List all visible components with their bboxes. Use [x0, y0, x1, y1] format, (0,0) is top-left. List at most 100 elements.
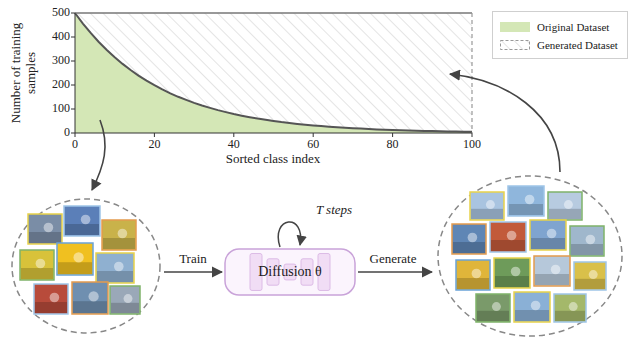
generated-area — [75, 13, 472, 133]
image-thumbnail — [57, 243, 93, 275]
legend-entry: Original Dataset — [500, 20, 624, 34]
image-thumbnail — [570, 226, 604, 256]
image-thumbnail — [110, 286, 140, 314]
image-ground — [65, 224, 99, 235]
tick-label: 80 — [387, 138, 399, 152]
image-ground — [575, 279, 605, 289]
image-thumbnail — [72, 282, 108, 314]
image-ground — [457, 278, 489, 289]
y-tick — [71, 85, 75, 86]
legend-text: Original Dataset — [537, 20, 609, 34]
x-axis — [75, 133, 472, 134]
image-ground — [471, 209, 503, 219]
image-object — [547, 229, 557, 239]
x-tick — [313, 133, 314, 137]
image-object — [73, 252, 83, 262]
image-ground — [97, 271, 133, 282]
y-tick — [71, 61, 75, 62]
y-tick — [71, 133, 75, 134]
y-axis — [75, 13, 76, 133]
image-thumbnail — [548, 192, 582, 220]
image-ground — [491, 240, 525, 251]
axis-title: Number of training samples — [9, 15, 39, 131]
image-thumbnail — [452, 224, 486, 254]
image-thumbnail — [490, 222, 526, 252]
axis-title: Sorted class index — [226, 152, 321, 167]
sample-arrow — [92, 120, 105, 190]
image-object — [88, 291, 98, 301]
tick-label: 500 — [52, 6, 70, 20]
image-object — [525, 195, 535, 205]
image-object — [81, 215, 91, 225]
image-ground — [29, 232, 61, 243]
image-ground — [555, 311, 585, 321]
original-area — [75, 13, 472, 133]
x-tick — [154, 133, 155, 137]
box-outline — [225, 249, 355, 295]
fill-arrow — [450, 74, 560, 172]
image-object — [511, 267, 521, 277]
y-tick — [71, 37, 75, 38]
hatch-swatch — [500, 40, 530, 50]
image-thumbnail — [28, 214, 62, 244]
image-thumbnail — [20, 250, 54, 280]
generated-thumbnails — [452, 186, 606, 322]
tick-label: 200 — [52, 78, 70, 92]
tick-label: 400 — [52, 30, 70, 44]
image-ground — [495, 276, 529, 287]
tick-label: 60 — [307, 138, 319, 152]
image-object — [589, 270, 598, 279]
tick-label: 300 — [52, 54, 70, 68]
image-object — [114, 262, 124, 272]
image-object — [468, 233, 478, 243]
legend-text: Generated Dataset — [537, 38, 618, 52]
image-thumbnail — [470, 192, 504, 220]
legend-swatch — [500, 22, 530, 32]
image-ground — [515, 310, 549, 321]
sample-chart — [71, 13, 472, 137]
right-dashed-line — [471, 13, 472, 133]
image-thumbnail — [456, 260, 490, 290]
image-object — [569, 302, 578, 311]
image-object — [507, 231, 517, 241]
image-thumbnail — [530, 220, 566, 250]
tick-label: 0 — [72, 138, 78, 152]
image-object — [50, 293, 60, 303]
image-ground — [111, 303, 139, 313]
image-object — [586, 235, 596, 245]
x-tick — [75, 133, 76, 137]
x-tick — [472, 133, 473, 137]
y-tick — [71, 13, 75, 14]
tick-label: 100 — [52, 102, 70, 116]
tick-label: 40 — [228, 138, 240, 152]
train-arrow — [164, 271, 222, 273]
top-line — [75, 12, 472, 14]
image-object — [531, 301, 541, 311]
legend: Original DatasetGenerated Dataset — [492, 11, 628, 59]
image-thumbnail — [534, 256, 570, 286]
image-ground — [453, 242, 485, 253]
image-thumbnail — [508, 186, 544, 216]
image-ground — [549, 209, 581, 219]
image-object — [492, 302, 501, 311]
image-thumbnail — [494, 258, 530, 288]
image-object — [486, 200, 495, 209]
loop-arrow — [278, 222, 300, 247]
tick-label: 0 — [64, 126, 70, 140]
axis-ticks — [71, 13, 472, 137]
image-ground — [58, 262, 92, 274]
image-ground — [21, 268, 53, 279]
image-ground — [531, 238, 565, 249]
legend-entry: Generated Dataset — [500, 38, 624, 52]
original-images-circle — [12, 199, 160, 333]
image-object — [36, 259, 46, 269]
arrow-label: Generate — [370, 252, 417, 267]
model-name: Diffusion θ — [224, 264, 356, 280]
image-thumbnail — [514, 292, 550, 322]
image-thumbnail — [476, 294, 510, 322]
loop-label: T steps — [316, 203, 352, 218]
image-ground — [477, 311, 509, 321]
image-ground — [571, 244, 603, 255]
generated-images-circle — [438, 176, 622, 336]
